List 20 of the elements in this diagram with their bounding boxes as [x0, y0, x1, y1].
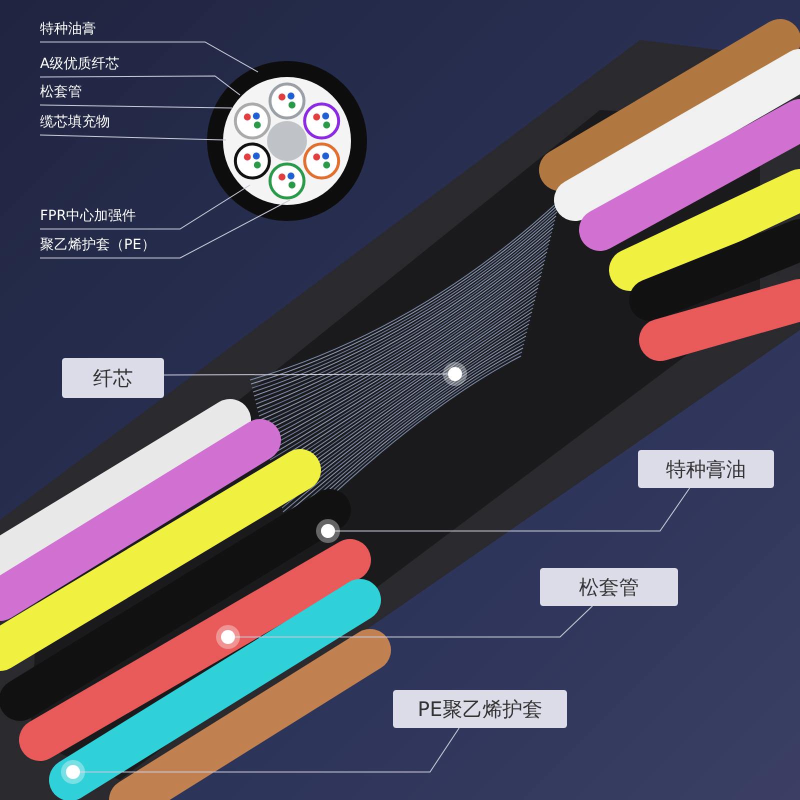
callout-label: 特种膏油	[638, 450, 774, 488]
leader-line	[40, 134, 226, 140]
callout-label: 缆芯填充物	[40, 113, 110, 131]
leader-line	[40, 42, 258, 72]
leader-line	[40, 76, 240, 96]
callout-label: 纤芯	[62, 358, 164, 398]
leader-line	[234, 606, 593, 638]
leader-line	[334, 488, 690, 532]
leader-line	[40, 104, 232, 108]
callout-label: 松套管	[40, 83, 82, 101]
leader-line	[40, 200, 290, 258]
callout-label: A级优质纤芯	[40, 55, 120, 73]
leader-line	[80, 728, 460, 772]
callout-label: FPR中心加强件	[40, 207, 136, 225]
callout-label: 聚乙烯护套（PE）	[40, 236, 156, 254]
leader-line	[164, 374, 448, 376]
callout-label: PE聚乙烯护套	[393, 690, 567, 728]
leader-line	[40, 184, 250, 230]
callout-label: 松套管	[540, 568, 678, 606]
callout-label: 特种油膏	[40, 20, 96, 38]
